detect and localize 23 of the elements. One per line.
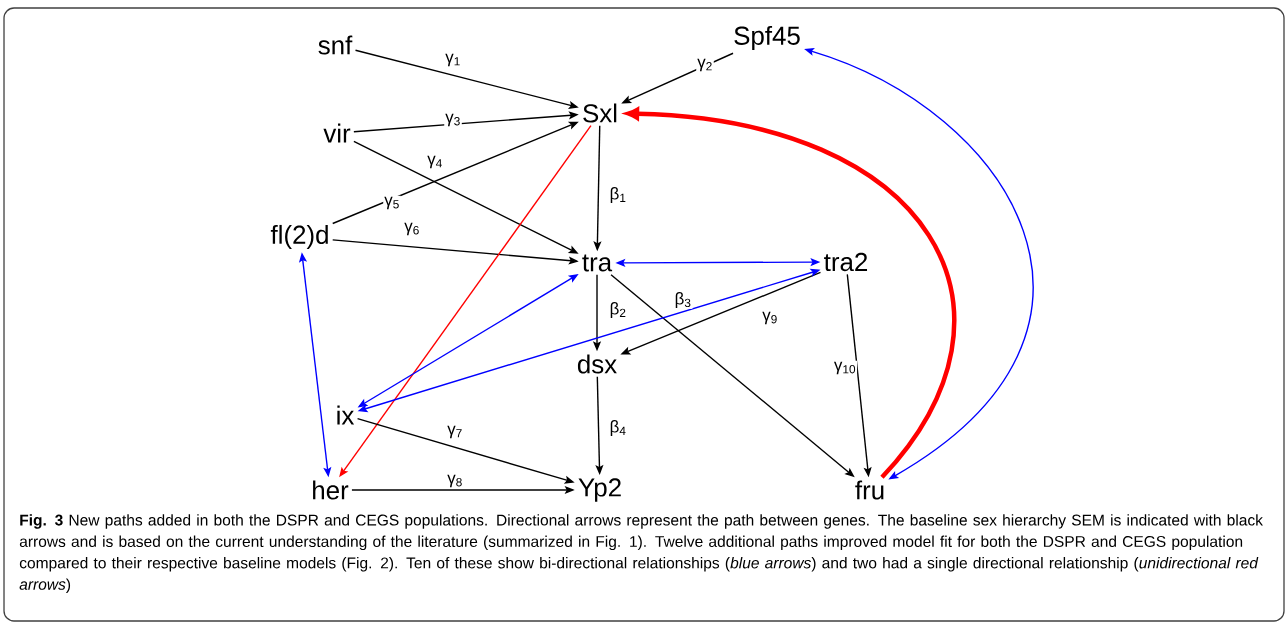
edge-label: γ$_{4}$ — [426, 154, 444, 170]
edge-label: β$_{1}$ — [608, 186, 628, 204]
gene-label: tra — [582, 254, 613, 272]
edge-label: γ$_{7}$ — [446, 424, 464, 440]
figure-caption: Fig. 3 New paths added in both the DSPR and CEGS populations. Directional arrows represent the path between genes. The baseline sex hierarchy SEM is indicated with black arrows and is based on the current understanding of the literature (summarized in Fig. 1). Twelve additional paths improved model fit for both the DSPR and CEGS population compared to their respective baseline models (Fig. 2). Ten of these show bi-directional relationships (blue arrows) and two had a single directional relationship (unidirectional red arrows) — [19, 514, 1263, 593]
gene-label: dsx — [577, 354, 617, 374]
edge-label: γ$_{1}$ — [444, 52, 462, 68]
edge-label: γ$_{2}$ — [696, 57, 714, 73]
gene-label: Yp2 — [578, 478, 621, 502]
edge-label: γ$_{3}$ — [444, 112, 462, 128]
gene-label: ix — [337, 405, 355, 425]
gene-label: Sxl — [583, 103, 617, 123]
edge-label: γ$_{8}$ — [446, 473, 464, 489]
gene-label: Spf45 — [734, 25, 800, 51]
gene-label: vir — [323, 123, 351, 143]
gene-label: fl(2)d — [270, 224, 328, 250]
edge-label: β$_{4}$ — [608, 419, 628, 437]
edge-label: β$_{2}$ — [608, 301, 628, 319]
gene-label: her — [313, 480, 349, 500]
edge-label: γ$_{5}$ — [383, 195, 401, 211]
gene-label: fru — [855, 480, 884, 500]
edge-label: γ$_{6}$ — [403, 221, 421, 237]
gene-label: snf — [318, 35, 353, 55]
